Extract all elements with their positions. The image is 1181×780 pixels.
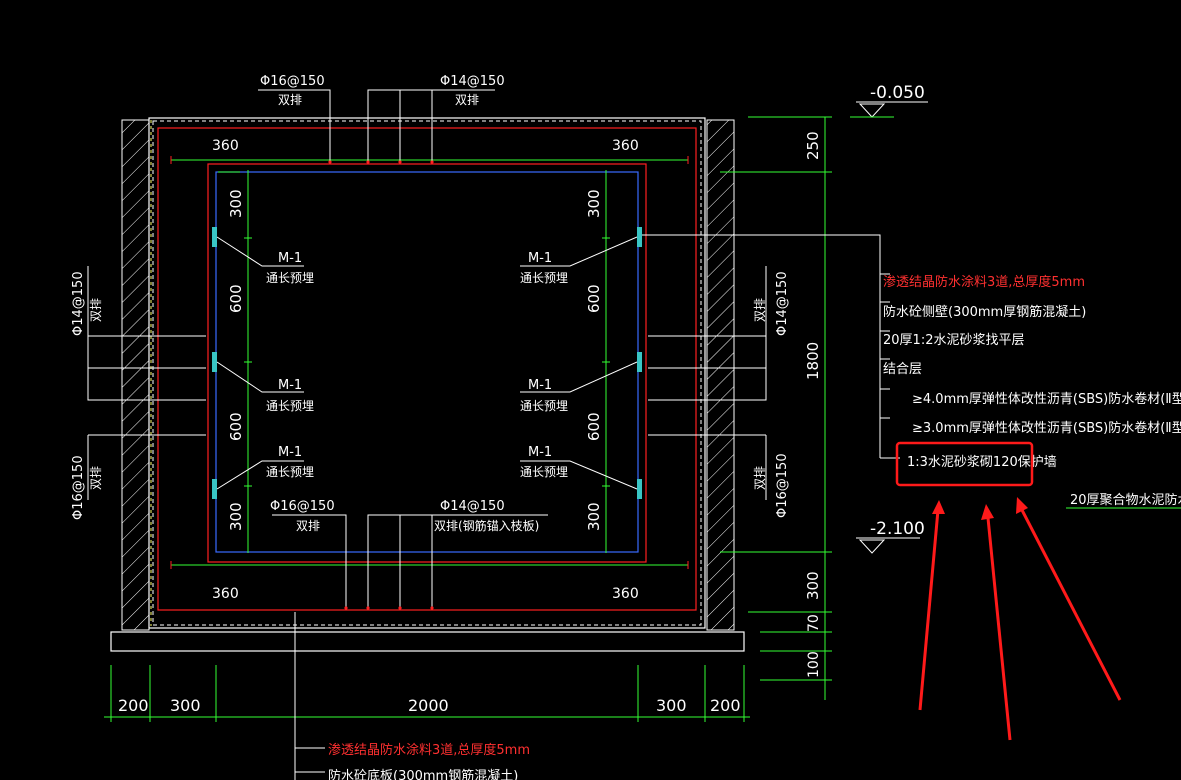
svg-text:通长预埋: 通长预埋	[266, 465, 314, 479]
svg-text:≥3.0mm厚弹性体改性沥青(SBS)防水卷材(Ⅱ型): ≥3.0mm厚弹性体改性沥青(SBS)防水卷材(Ⅱ型)	[912, 420, 1181, 436]
rebar-left-lower-sub: 双排	[89, 466, 103, 490]
rebar-bottom-left: Φ16@150	[270, 499, 335, 514]
embed-labels-left: M-1 通长预埋 M-1 通长预埋 M-1 通长预埋	[266, 251, 314, 479]
rebar-bottom-right-sub: 双排(钢筋锚入枝板)	[434, 518, 539, 533]
left-side-rebar-leaders	[87, 266, 206, 500]
highlight-box	[895, 441, 1034, 487]
outer-rebar-outline	[157, 127, 697, 611]
outer-wall-dashed	[152, 120, 702, 626]
svg-text:M-1: M-1	[278, 445, 302, 460]
svg-text:M-1: M-1	[528, 251, 552, 266]
rebar-top-right-sub: 双排	[455, 93, 479, 107]
bottom-rebar-leaders	[272, 514, 548, 608]
bottom-dimension-chain	[104, 665, 750, 722]
base-slab	[110, 631, 745, 652]
svg-text:300: 300	[227, 502, 245, 531]
right-dimension-chain	[720, 116, 832, 700]
svg-text:通长预埋: 通长预埋	[266, 399, 314, 413]
embed-leaders-right	[520, 236, 638, 490]
top-rebar-dots	[328, 160, 434, 164]
layer-callout-texts: 渗透结晶防水涂料3道,总厚度5mm 防水砼侧壁(300mm厚钢筋混凝土) 20厚…	[883, 274, 1181, 470]
svg-text:通长预埋: 通长预埋	[266, 271, 314, 285]
svg-text:防水砼侧壁(300mm厚钢筋混凝土): 防水砼侧壁(300mm厚钢筋混凝土)	[883, 304, 1086, 320]
svg-text:通长预埋: 通长预埋	[520, 271, 568, 285]
svg-text:M-1: M-1	[278, 251, 302, 266]
highlight-arrows	[918, 497, 1122, 741]
left-vertical-dims: 300 600 600 300	[227, 189, 245, 531]
svg-text:300: 300	[656, 696, 687, 715]
svg-text:200: 200	[118, 696, 149, 715]
svg-text:结合层: 结合层	[883, 362, 922, 377]
svg-text:≥4.0mm厚弹性体改性沥青(SBS)防水卷材(Ⅱ型): ≥4.0mm厚弹性体改性沥青(SBS)防水卷材(Ⅱ型)	[912, 391, 1181, 407]
rebar-left-upper: Φ14@150	[71, 271, 86, 336]
svg-text:20厚1:2水泥砂浆找平层: 20厚1:2水泥砂浆找平层	[883, 333, 1024, 348]
svg-text:渗透结晶防水涂料3道,总厚度5mm: 渗透结晶防水涂料3道,总厚度5mm	[883, 274, 1085, 290]
inner-rebar-outline	[207, 163, 647, 563]
svg-text:250: 250	[804, 131, 822, 160]
svg-text:M-1: M-1	[528, 378, 552, 393]
inner-wall-face	[215, 171, 639, 553]
svg-text:300: 300	[227, 189, 245, 218]
svg-text:200: 200	[710, 696, 741, 715]
svg-text:1800: 1800	[804, 342, 822, 380]
svg-text:300: 300	[585, 502, 603, 531]
svg-text:600: 600	[227, 284, 245, 313]
svg-text:通长预埋: 通长预埋	[520, 465, 568, 479]
right-protective-wall	[706, 119, 735, 631]
rebar-right-upper-sub: 双排	[753, 298, 767, 322]
svg-text:-2.100: -2.100	[870, 519, 925, 539]
right-vertical-dims: 300 600 600 300	[585, 189, 603, 531]
rebar-left-upper-sub: 双排	[89, 298, 103, 322]
bottom-callout-leader	[294, 612, 325, 780]
svg-text:300: 300	[170, 696, 201, 715]
svg-text:-0.050: -0.050	[870, 83, 925, 103]
svg-text:1:3水泥砂浆砌120保护墙: 1:3水泥砂浆砌120保护墙	[907, 455, 1057, 470]
rebar-left-lower: Φ16@150	[71, 455, 86, 520]
bottom-rebar-dots	[344, 606, 434, 610]
left-protective-wall	[121, 119, 150, 631]
svg-text:M-1: M-1	[278, 378, 302, 393]
elevation-top-marker: -0.050	[850, 83, 928, 118]
top-rebar-leaders	[258, 89, 495, 162]
rebar-top-right: Φ14@150	[440, 74, 505, 89]
svg-text:通长预埋: 通长预埋	[520, 399, 568, 413]
embed-leaders-left	[216, 236, 304, 490]
svg-text:300: 300	[585, 189, 603, 218]
embedded-plates	[212, 227, 642, 499]
svg-text:300: 300	[804, 571, 822, 600]
rebar-right-upper: Φ14@150	[775, 271, 790, 336]
svg-text:M-1: M-1	[528, 445, 552, 460]
inner-dimension-ticks	[170, 156, 689, 569]
dim-bottom-left-360: 360	[212, 586, 239, 602]
rebar-bottom-left-sub: 双排	[296, 519, 320, 533]
outer-wall-outline	[148, 117, 706, 629]
bottom-layer-1: 防水砼底板(300mm钢筋混凝土)	[328, 768, 518, 780]
svg-text:2000: 2000	[408, 696, 449, 715]
right-dimension-values: 250 1800 300 70 100	[804, 131, 822, 678]
rebar-top-left-sub: 双排	[278, 93, 302, 107]
elevation-bottom-marker: -2.100	[856, 519, 925, 554]
bottom-dimension-values: 200 300 2000 300 200	[118, 696, 741, 715]
rebar-bottom-right: Φ14@150	[440, 499, 505, 514]
svg-text:70: 70	[806, 614, 822, 632]
svg-text:600: 600	[585, 284, 603, 313]
bottom-layer-0: 渗透结晶防水涂料3道,总厚度5mm	[328, 742, 530, 758]
svg-text:600: 600	[585, 412, 603, 441]
extra-note: 20厚聚合物水泥防水砂浆	[1070, 492, 1181, 508]
dim-bottom-right-360: 360	[612, 586, 639, 602]
layer-callout-leader	[642, 234, 900, 459]
vertical-dim-ticks	[244, 237, 610, 487]
right-side-rebar-leaders	[648, 266, 767, 500]
dim-top-left-360: 360	[212, 138, 239, 154]
svg-text:100: 100	[806, 651, 822, 678]
embed-labels-right: M-1 通长预埋 M-1 通长预埋 M-1 通长预埋	[520, 251, 568, 479]
dim-top-right-360: 360	[612, 138, 639, 154]
rebar-right-lower-sub: 双排	[753, 466, 767, 490]
rebar-right-lower: Φ16@150	[775, 453, 790, 518]
svg-text:600: 600	[227, 412, 245, 441]
rebar-top-left: Φ16@150	[260, 74, 325, 89]
